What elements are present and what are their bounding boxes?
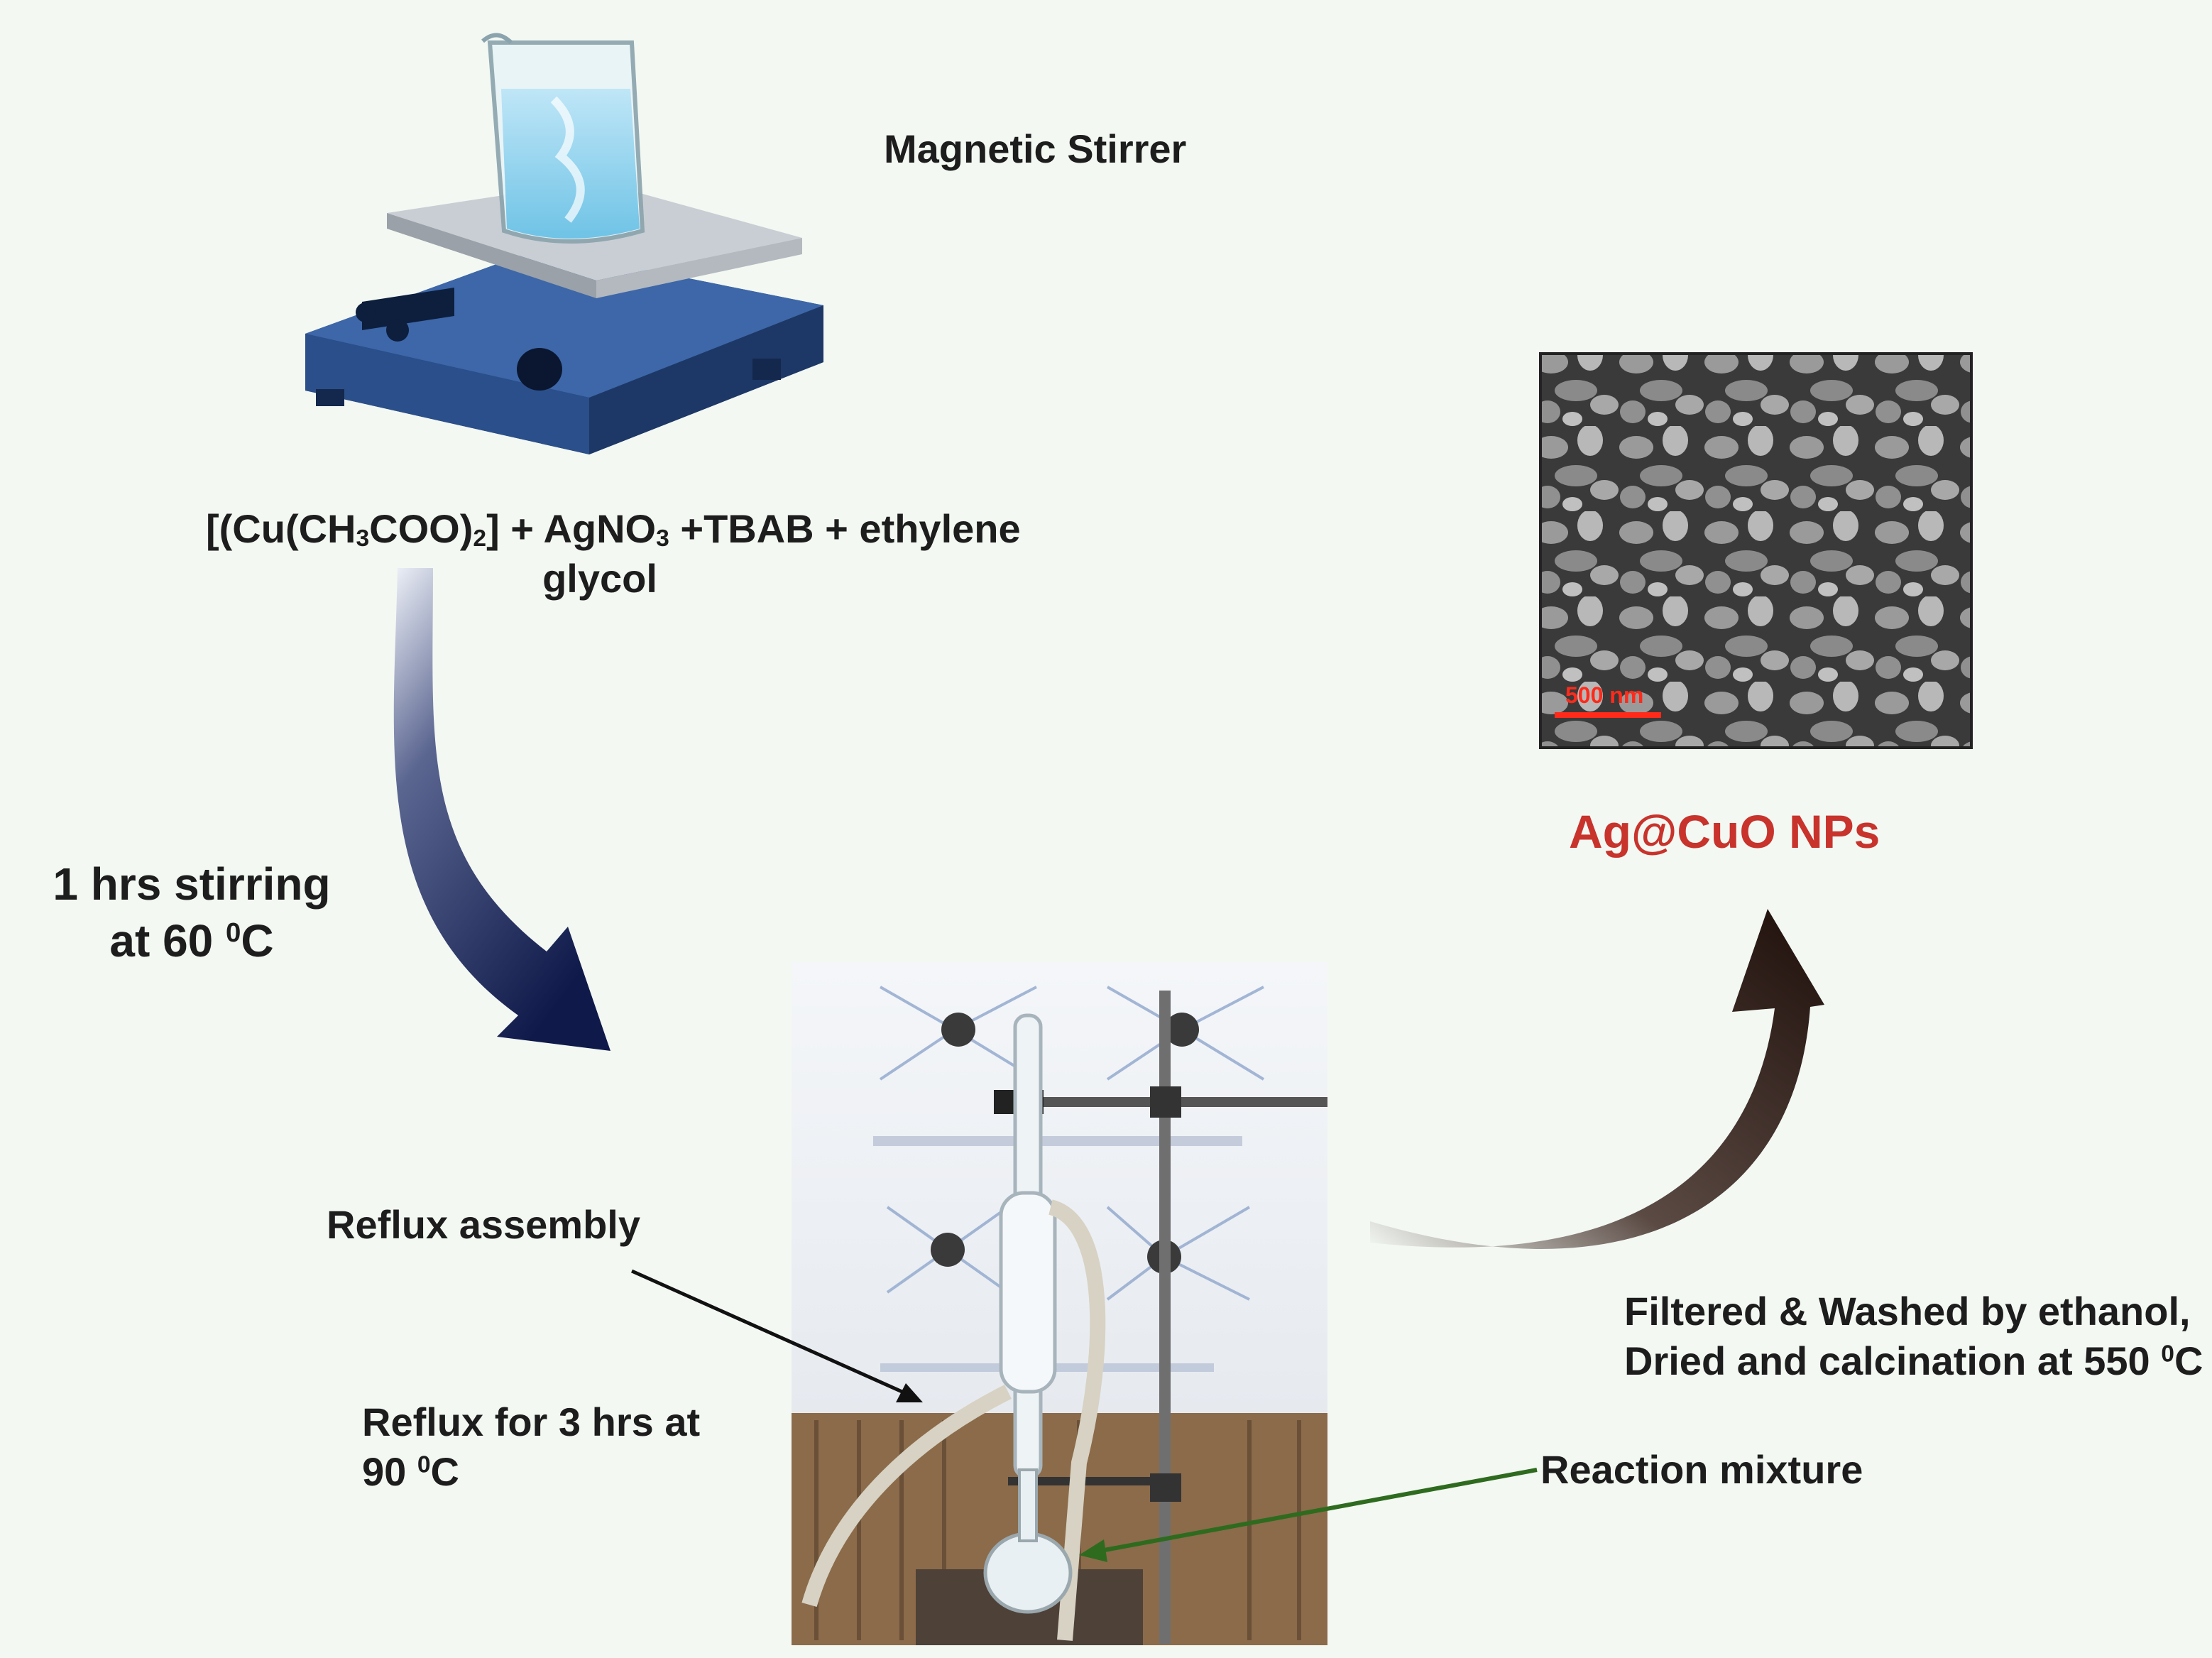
arrow-reflux-to-product [1370, 909, 1824, 1249]
beaker-icon [481, 33, 645, 244]
sem-micrograph: 500 nm [1539, 352, 1973, 749]
scale-bar [1555, 712, 1661, 718]
reflux-assembly-photo [792, 962, 1327, 1645]
workup-label: Filtered & Washed by ethanol, Dried and … [1624, 1289, 2203, 1383]
stirrer-title: Magnetic Stirrer [884, 126, 1187, 171]
reagents-line-2: glycol [542, 556, 657, 601]
reaction-mixture-label: Reaction mixture [1540, 1447, 1863, 1492]
stirring-label: 1 hrs stirring at 60 0C [53, 858, 331, 966]
reflux-assembly-pointer [630, 1269, 923, 1402]
arrow-stirring-to-reflux [393, 568, 611, 1051]
reflux-assembly-label: Reflux assembly [327, 1202, 640, 1247]
scale-bar-label: 500 nm [1565, 682, 1643, 708]
reflux-conditions-label: Reflux for 3 hrs at 90 0C [362, 1400, 701, 1494]
reaction-mixture-pointer [1079, 1468, 1538, 1562]
product-label: Ag@CuO NPs [1569, 805, 1880, 858]
magnetic-stirrer-illustration [305, 181, 823, 454]
reagents-label: [(Cu(CH3COO)2] + AgNO3 +TBAB + ethylene … [206, 504, 1021, 604]
